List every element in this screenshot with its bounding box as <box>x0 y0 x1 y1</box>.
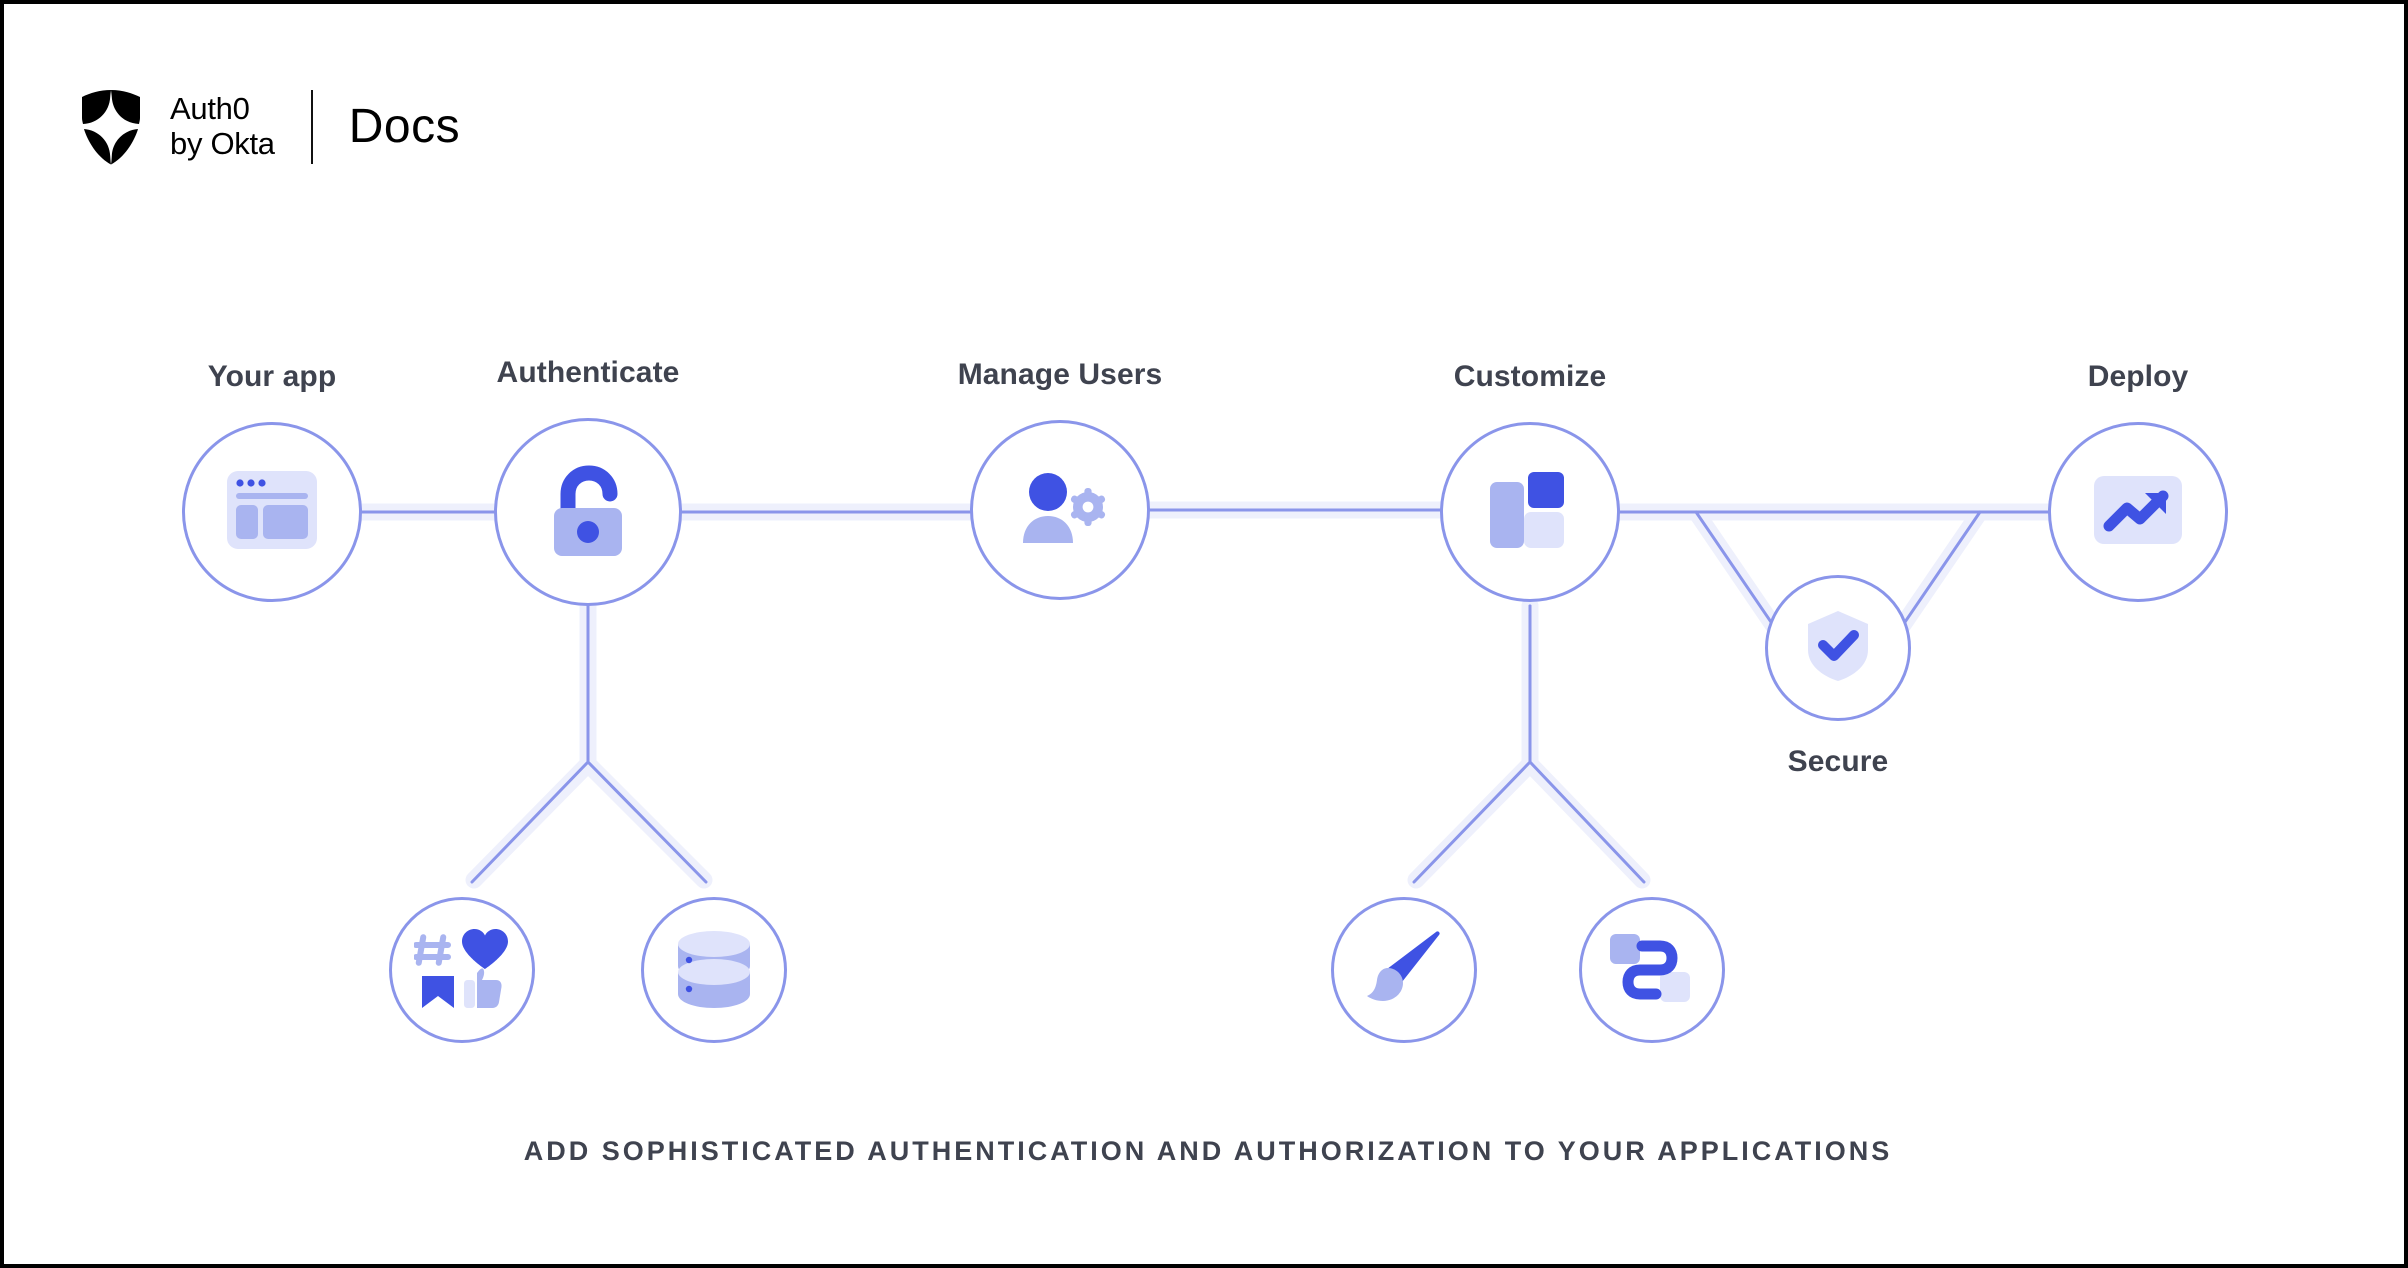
node-circle-your-app[interactable] <box>182 422 362 602</box>
database-icon <box>673 928 755 1013</box>
trending-up-icon <box>2094 475 2182 549</box>
node-database[interactable] <box>641 897 787 1043</box>
node-authenticate[interactable]: Authenticate <box>494 356 682 606</box>
okta-shield-logo-icon <box>78 88 144 166</box>
node-extend[interactable] <box>1579 897 1725 1043</box>
node-circle-secure[interactable] <box>1765 575 1911 721</box>
extensibility-icon <box>1610 928 1694 1013</box>
node-label-your-app: Your app <box>207 360 337 393</box>
brand-header[interactable]: Auth0 by Okta Docs <box>78 86 460 168</box>
connector-wires <box>353 501 2057 889</box>
node-circle-branding[interactable] <box>1331 897 1477 1043</box>
node-label-manage-users: Manage Users <box>957 358 1163 391</box>
node-label-customize: Customize <box>1453 360 1607 393</box>
node-circle-deploy[interactable] <box>2048 422 2228 602</box>
node-secure[interactable]: Secure <box>1765 575 1911 778</box>
node-label-deploy: Deploy <box>2087 360 2189 393</box>
layout-blocks-icon <box>1490 471 1570 553</box>
brand-wordmark: Auth0 by Okta <box>170 92 275 161</box>
node-circle-customize[interactable] <box>1440 422 1620 602</box>
node-deploy[interactable]: Deploy <box>2048 360 2228 602</box>
node-circle-social[interactable] <box>389 897 535 1043</box>
shield-check-icon <box>1805 610 1871 687</box>
brand-name-line1: Auth0 <box>170 91 250 127</box>
user-gear-icon <box>1014 469 1106 552</box>
paintbrush-icon <box>1366 929 1442 1012</box>
architecture-flow-diagram: Your app Authenticate <box>4 4 2404 1264</box>
social-reactions-icon <box>413 926 510 1015</box>
node-your-app[interactable]: Your app <box>182 360 362 602</box>
node-branding[interactable] <box>1331 897 1477 1043</box>
node-customize[interactable]: Customize <box>1440 360 1620 602</box>
product-title: Docs <box>348 100 461 153</box>
node-circle-database[interactable] <box>641 897 787 1043</box>
diagram-caption: ADD SOPHISTICATED AUTHENTICATION AND AUT… <box>523 1136 1893 1166</box>
node-circle-authenticate[interactable] <box>494 418 682 606</box>
brand-divider <box>310 90 313 164</box>
node-circle-manage-users[interactable] <box>970 420 1150 600</box>
open-padlock-icon <box>546 464 630 561</box>
node-label-secure: Secure <box>1787 745 1889 778</box>
brand-name-line2: by Okta <box>170 126 275 161</box>
browser-window-icon <box>227 470 317 554</box>
node-label-authenticate: Authenticate <box>496 356 680 389</box>
node-social-connections[interactable] <box>389 897 535 1043</box>
node-circle-extend[interactable] <box>1579 897 1725 1043</box>
node-manage-users[interactable]: Manage Users <box>958 358 1162 600</box>
